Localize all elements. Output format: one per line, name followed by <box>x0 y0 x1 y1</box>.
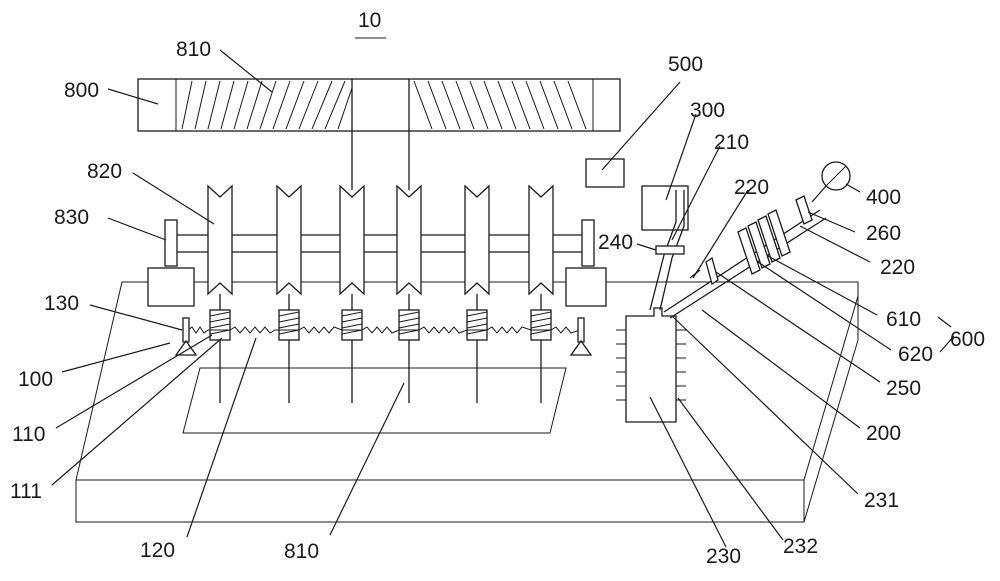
label-232: 232 <box>783 535 818 558</box>
right-clamp <box>569 317 593 356</box>
reference-numerals: 800 810 820 830 130 100 110 111 120 810 … <box>10 38 985 568</box>
helical-groove-left <box>181 80 353 130</box>
label-230: 230 <box>706 545 741 568</box>
flange-610-620 <box>737 209 791 275</box>
label-830: 830 <box>54 206 89 229</box>
label-220-lower: 220 <box>880 256 915 279</box>
roller-3 <box>339 184 365 403</box>
label-240: 240 <box>598 231 633 254</box>
label-110: 110 <box>12 423 45 446</box>
roller-4 <box>396 184 422 403</box>
label-120: 120 <box>140 539 175 562</box>
label-260: 260 <box>866 222 901 245</box>
label-620: 620 <box>898 343 933 366</box>
shaft-830 <box>147 219 607 307</box>
gauge-400-icon <box>811 161 851 203</box>
controller-500 <box>585 158 625 188</box>
label-810-bottom: 810 <box>284 540 319 563</box>
label-111: 111 <box>10 480 42 503</box>
label-100: 100 <box>18 368 53 391</box>
label-600: 600 <box>950 328 985 351</box>
label-500: 500 <box>668 53 703 76</box>
leader-lines <box>51 49 955 548</box>
fitting-260 <box>795 195 813 225</box>
left-clamp-130 <box>174 317 198 356</box>
roller-1 <box>207 184 233 403</box>
reservoir-230 <box>616 307 686 423</box>
label-820: 820 <box>87 160 122 183</box>
helical-groove-right <box>413 80 587 130</box>
label-810-top: 810 <box>176 38 211 61</box>
flange-250 <box>705 256 719 286</box>
base-platform <box>75 281 859 523</box>
label-130: 130 <box>44 292 79 315</box>
label-610: 610 <box>886 308 921 331</box>
label-250: 250 <box>886 377 921 400</box>
roller-6 <box>528 184 554 403</box>
spring-chain-120 <box>187 326 581 334</box>
roller-set-820 <box>207 184 554 403</box>
label-400: 400 <box>866 186 901 209</box>
label-300: 300 <box>690 99 725 122</box>
label-220-upper: 220 <box>734 176 769 199</box>
label-210: 210 <box>714 131 749 154</box>
label-231: 231 <box>864 489 899 512</box>
figure-number: 10 <box>358 9 381 32</box>
roller-2 <box>276 184 302 403</box>
label-200: 200 <box>866 422 901 445</box>
label-800: 800 <box>64 79 99 102</box>
roller-5 <box>464 184 490 403</box>
coupling-240 <box>655 245 685 255</box>
top-rail-800 <box>137 78 621 190</box>
cooling-fins-232 <box>616 329 686 401</box>
work-plate <box>182 367 567 434</box>
